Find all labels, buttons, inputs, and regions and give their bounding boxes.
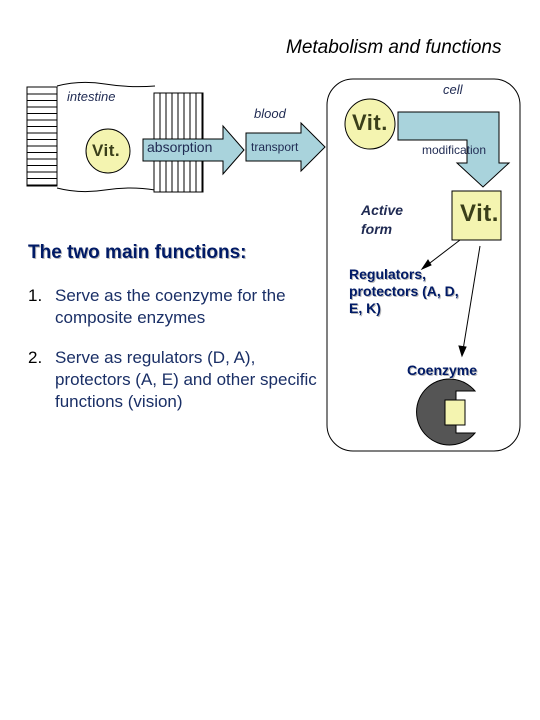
intestine-wall-left [26, 86, 58, 187]
list-number: 1. [28, 286, 43, 305]
vit-label-intestine: Vit. [92, 141, 121, 160]
cell-label: cell [443, 82, 463, 97]
intestine-outline [56, 81, 156, 193]
list-item: 1. Serve as the coenzyme for the composi… [28, 285, 318, 329]
list-text: Serve as the coenzyme for the composite … [55, 286, 286, 327]
functions-heading: The two main functions: [28, 242, 247, 263]
absorption-arrow [142, 124, 245, 176]
coenzyme-shape [416, 378, 477, 446]
thin-arrows [420, 239, 481, 358]
vit-circle-intestine [85, 128, 131, 174]
coenzyme-label: Coenzyme [407, 362, 478, 378]
absorption-label: absorption [147, 139, 213, 155]
modification-label: modification [422, 143, 487, 157]
list-text: Serve as regulators (D, A), protectors (… [55, 348, 317, 411]
regulators-label: Regulators, protectors (A, D, E, K) [349, 266, 459, 316]
blood-label: blood [254, 106, 286, 121]
intestine-label: intestine [67, 89, 116, 104]
vit-square-active [451, 190, 502, 241]
vit-label-cell: Vit. [352, 110, 388, 135]
vit-circle-cell [344, 98, 396, 150]
transport-arrow [245, 121, 326, 173]
list-item: 2. Serve as regulators (D, A), protector… [28, 347, 318, 413]
functions-list: 1. Serve as the coenzyme for the composi… [28, 285, 318, 431]
active-form-label: Active form [361, 202, 404, 237]
list-number: 2. [28, 348, 43, 367]
modification-arrow [397, 111, 511, 188]
transport-label: transport [251, 140, 299, 154]
vit-label-active: Vit. [460, 200, 499, 227]
page-title: Metabolism and functions [286, 37, 502, 58]
